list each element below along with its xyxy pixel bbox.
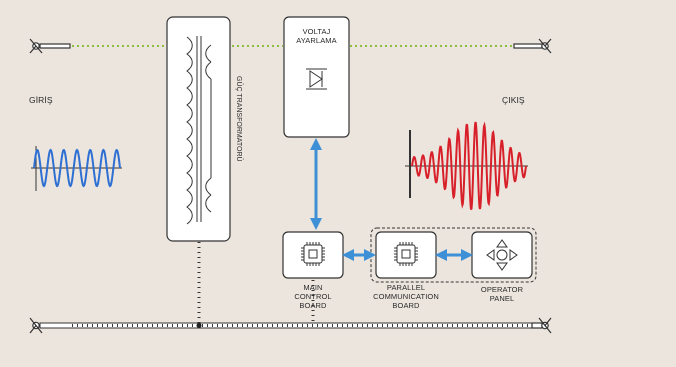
bottom-wire [39,322,533,329]
dpad-icon [486,239,518,271]
main-control-board [282,231,344,279]
connector-icon [29,38,71,54]
output-label: ÇIKIŞ [502,95,525,105]
transformer [166,16,231,242]
chip-icon [301,242,325,266]
connector-icon [29,317,43,334]
main-board-label: MAIN CONTROL BOARD [278,283,348,310]
parallel-line2: COMMUNICATION [373,292,439,301]
chip-icon [394,242,418,266]
parallel-communication-board [375,231,437,279]
voltage-adjust-label: VOLTAJ AYARLAMA [284,27,349,45]
operator-panel-label: OPERATOR PANEL [467,285,537,303]
main-board-line2: CONTROL [294,292,332,301]
voltage-adjust-line1: VOLTAJ [302,27,331,36]
connector-icon [531,317,552,334]
parallel-board-label: PARALLEL COMMUNICATION BOARD [356,283,456,310]
parallel-line1: PARALLEL [386,283,426,292]
voltage-adjust-box [283,16,350,138]
diode-icon [306,68,327,90]
input-sine-wave [31,146,122,191]
main-board-line3: BOARD [299,301,327,310]
connector-icon [513,38,552,54]
input-label: GİRİŞ [29,95,53,105]
operator-panel [471,231,533,279]
output-wave [405,121,528,210]
operator-line2: PANEL [489,294,515,303]
parallel-line3: BOARD [392,301,420,310]
operator-line1: OPERATOR [480,285,524,294]
main-board-line1: MAIN [303,283,323,292]
transformer-label: GÜÇ TRANSFORMATORÜ [235,76,242,162]
voltage-adjust-line2: AYARLAMA [296,36,337,45]
